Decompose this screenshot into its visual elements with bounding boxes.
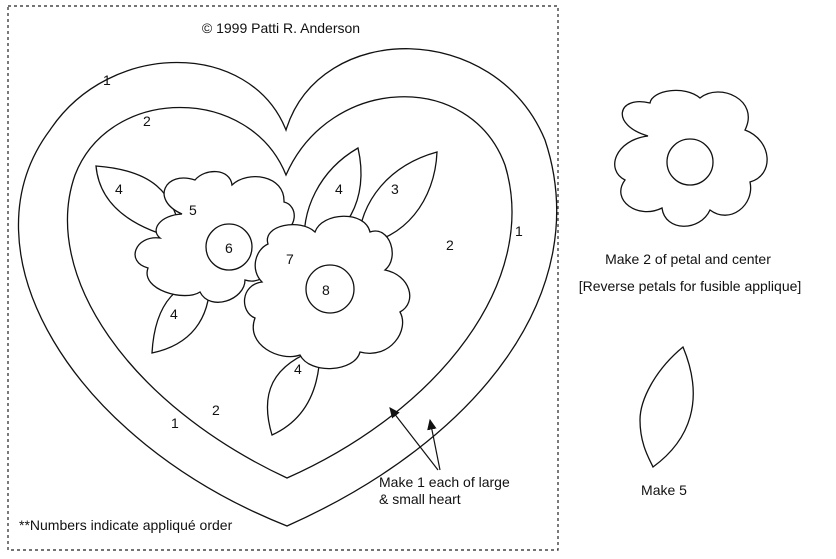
heart-note-line2: & small heart [379,491,461,507]
leaf-caption: Make 5 [641,482,687,498]
flower-caption-line1: Make 2 of petal and center [605,251,771,267]
num-flower-right-petals: 7 [286,251,294,267]
flower-template-center [666,138,714,186]
copyright-text: © 1999 Patti R. Anderson [202,20,360,36]
num-leaf-bottom: 4 [294,361,302,377]
num-outer-top: 1 [103,72,111,88]
heart-note-line1: Make 1 each of large [379,474,510,490]
leaf-template [639,345,694,469]
num-flower-right-center: 8 [322,282,330,298]
outer-heart [17,48,558,527]
arrow-large-heart [427,418,441,471]
num-inner-top: 2 [143,113,151,129]
num-leaf-right-top: 3 [391,181,399,197]
num-inner-right: 2 [446,237,454,253]
num-leaf-mid-top: 4 [335,181,343,197]
flower-left-center [205,223,253,271]
num-flower-left-petals: 5 [189,202,197,218]
num-leaf-left: 4 [115,181,123,197]
flower-right-center [305,264,355,314]
inner-heart [66,96,513,479]
flower-caption-line2: [Reverse petals for fusible applique] [579,278,802,294]
pattern-border [7,5,559,551]
footnote-text: **Numbers indicate appliqué order [19,517,233,533]
num-leaf-left-bottom: 4 [170,306,178,322]
arrow-small-heart [389,407,439,471]
num-inner-bottom: 2 [212,402,220,418]
num-flower-left-center: 6 [225,240,233,256]
num-outer-right: 1 [515,223,523,239]
num-outer-bottom: 1 [171,415,179,431]
